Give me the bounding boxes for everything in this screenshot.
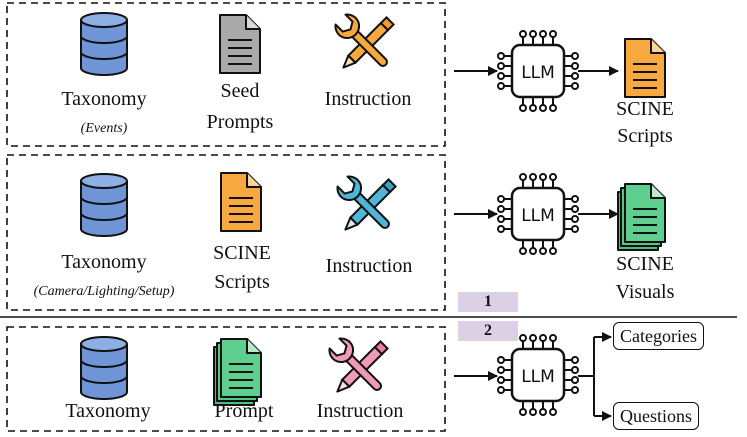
database-icon (80, 173, 128, 237)
llm-label: LLM (521, 63, 555, 83)
taxonomy-label: Taxonomy (61, 88, 147, 110)
scine-scripts-label-line2: Scripts (214, 271, 270, 293)
seed-prompts-document-icon (219, 14, 261, 74)
scine-visuals-label-line1: SCINE (616, 253, 674, 275)
taxonomy-label: Taxonomy (65, 400, 151, 422)
database-icon (80, 336, 128, 400)
taxonomy-sublabel: (Events) (80, 121, 128, 136)
seed-prompts-label-line2: Prompts (206, 111, 274, 133)
scine-scripts-document-icon (220, 172, 262, 232)
taxonomy-sublabel: (Camera/Lighting/Setup) (33, 284, 175, 299)
scine-scripts-label-line2: Scripts (617, 125, 673, 147)
instruction-tools-icon (325, 334, 390, 399)
instruction-label: Instruction (324, 88, 412, 110)
database-icon (80, 12, 128, 76)
scine-scripts-label-line1: SCINE (616, 98, 674, 120)
llm-label: LLM (521, 367, 555, 387)
categories-output-box: Categories (613, 322, 704, 350)
instruction-tools-icon (331, 10, 396, 75)
questions-output-box: Questions (613, 402, 699, 430)
instruction-label: Instruction (325, 255, 413, 277)
prompt-stack-icon (213, 338, 262, 406)
prompt-label: Prompt (214, 400, 274, 422)
llm-label: LLM (521, 206, 555, 226)
instruction-tools-icon (333, 172, 398, 237)
stage-badge-1: 1 (458, 292, 518, 312)
scine-visuals-stack-icon (617, 183, 666, 251)
seed-prompts-label-line1: Seed (220, 80, 260, 102)
taxonomy-label: Taxonomy (61, 251, 147, 273)
stage2-input-box (6, 154, 446, 311)
arrow-llm-branch (578, 337, 595, 416)
instruction-label: Instruction (316, 400, 404, 422)
stage1-input-box (6, 2, 446, 147)
scine-visuals-label-line2: Visuals (615, 281, 675, 303)
scine-scripts-document-icon (624, 38, 666, 98)
scine-scripts-label-line1: SCINE (213, 242, 271, 264)
stage3-input-box (6, 326, 446, 432)
stage-badge-2: 2 (458, 321, 518, 341)
